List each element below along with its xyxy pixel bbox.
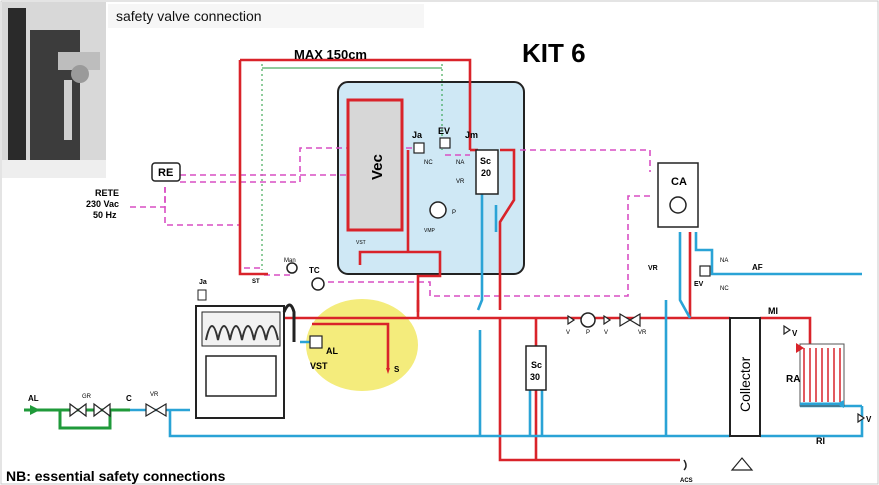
gr-label: GR <box>82 394 92 400</box>
sc20-label-b: 20 <box>481 168 491 178</box>
tap-icon <box>683 459 687 471</box>
st-label: ST <box>252 279 260 285</box>
vst-label-top: VST <box>356 240 366 246</box>
footer-note: NB: essential safety connections <box>6 468 226 484</box>
na-label-right: NA <box>720 258 728 264</box>
ca-unit <box>657 162 699 228</box>
boiler <box>195 289 296 419</box>
ca-label: CA <box>671 176 687 188</box>
max-label: MAX 150cm <box>294 47 367 62</box>
mi-arrow <box>796 343 804 353</box>
cold-water-lines <box>130 185 864 438</box>
acs-label: ACS <box>680 478 693 484</box>
re-label: RE <box>158 167 173 179</box>
pump-p-icon <box>580 312 596 328</box>
valve-symbols <box>69 137 866 424</box>
rete-label-1: RETE <box>95 188 119 198</box>
safety-highlight <box>306 299 418 391</box>
collector-body <box>729 317 761 437</box>
sc30-exchanger <box>525 345 547 391</box>
vst-label: VST <box>310 361 328 371</box>
s-label: S <box>394 365 400 374</box>
af-label: AF <box>752 263 763 272</box>
ri-label: RI <box>816 436 825 446</box>
ev-label-right: EV <box>694 281 704 288</box>
ra-label: RA <box>786 374 800 385</box>
radiator-icon <box>799 343 845 407</box>
nc-label-top: NC <box>424 160 433 166</box>
vr-label-inlet: VR <box>150 392 159 398</box>
vr-label-top: VR <box>456 179 465 185</box>
vr-label-mid: VR <box>638 330 647 336</box>
rete-label-3: 50 Hz <box>93 210 117 220</box>
tc-label: TC <box>309 266 320 275</box>
thermostat-icon <box>311 277 325 291</box>
v-label-2: V <box>604 330 608 336</box>
mi-label: MI <box>768 306 778 316</box>
ja-label-boiler: Ja <box>199 279 207 286</box>
pump-icon <box>429 201 447 219</box>
drain-icon <box>730 457 754 471</box>
vec-label: Vec <box>369 154 386 180</box>
return-arrow <box>836 400 844 408</box>
al-label-valve: AL <box>326 346 338 356</box>
v-label-ri: V <box>866 415 872 424</box>
vr-label-right: VR <box>648 265 658 272</box>
ca-pump-icon <box>669 196 687 214</box>
inlet-line <box>24 408 130 430</box>
jm-label: Jm <box>465 130 478 140</box>
man-label: Man <box>284 258 296 264</box>
vec-tank <box>346 98 404 232</box>
re-box <box>151 162 181 182</box>
sc30-label-a: Sc <box>531 360 542 370</box>
sc20-exchanger <box>475 149 499 195</box>
vmp-label: VMP <box>424 228 436 234</box>
collector-label: Collector <box>737 356 753 412</box>
hot-water-lines <box>238 58 840 462</box>
manometer-icon <box>286 262 298 274</box>
p-label: P <box>586 330 590 336</box>
p-label-top: P <box>452 210 456 216</box>
kit-title: KIT 6 <box>522 38 586 68</box>
c-label: C <box>126 394 132 403</box>
photo-caption: safety valve connection <box>108 4 424 28</box>
ev-label-top: EV <box>438 126 450 136</box>
nc-label-right: NC <box>720 286 729 292</box>
na-label-top: NA <box>456 160 464 166</box>
ja-label-top: Ja <box>412 130 423 140</box>
v-label-mi: V <box>792 329 798 338</box>
s-outlet-arrow <box>386 368 390 374</box>
al-label-inlet: AL <box>28 394 39 403</box>
safety-valve-photo <box>2 2 106 178</box>
v-label-1: V <box>566 330 570 336</box>
max-dimension <box>261 64 443 270</box>
rete-label-2: 230 Vac <box>86 199 119 209</box>
sc20-label-a: Sc <box>480 156 491 166</box>
inlet-arrow <box>30 405 40 415</box>
sc30-label-b: 30 <box>530 372 540 382</box>
